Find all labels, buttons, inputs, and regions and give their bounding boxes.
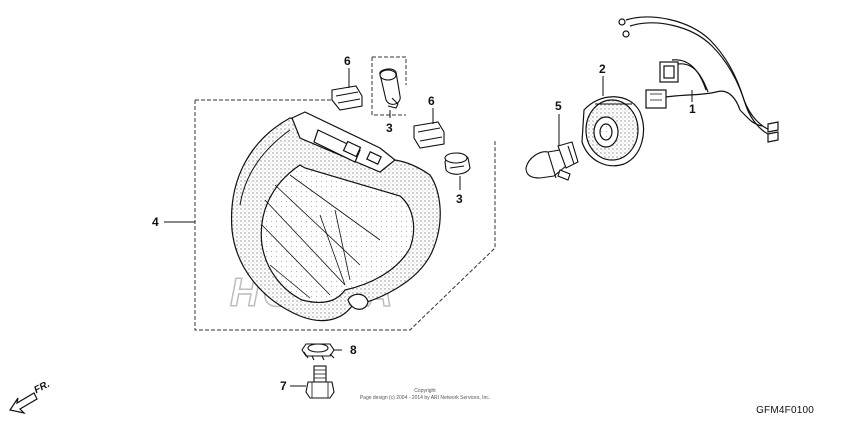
assembly-outline (194, 56, 496, 331)
copyright-notice: Copyright Page design (c) 2004 - 2014 by… (330, 388, 520, 402)
bulb-socket-cover[interactable] (581, 96, 645, 167)
position-bulb[interactable] (444, 152, 471, 175)
copyright-line-2: Page design (c) 2004 - 2014 by ARI Netwo… (359, 395, 491, 401)
wire-harness[interactable] (618, 16, 779, 143)
diagram-code: GFM4F0100 (756, 405, 814, 416)
bolt[interactable] (305, 365, 335, 399)
leader-lines (164, 68, 693, 387)
copyright-line-1: Copyright (414, 388, 436, 394)
headlight-unit[interactable] (230, 111, 441, 322)
headlight-bulb[interactable] (525, 141, 579, 181)
callout-3-upper: 3 (386, 121, 393, 135)
callout-1: 1 (689, 102, 696, 116)
callout-7: 7 (280, 379, 287, 393)
callout-4: 4 (152, 215, 159, 229)
callout-8: 8 (350, 343, 357, 357)
rubber-cap-right[interactable] (413, 121, 445, 149)
callout-3-lower: 3 (456, 192, 463, 206)
rubber-cap-left[interactable] (331, 85, 363, 111)
position-bulb-socket[interactable] (379, 68, 401, 109)
front-direction-arrow-icon (9, 392, 38, 415)
callout-6-right: 6 (428, 94, 435, 108)
callout-5: 5 (555, 99, 562, 113)
callout-2: 2 (599, 62, 606, 76)
callout-6-left: 6 (344, 54, 351, 68)
nut[interactable] (301, 343, 335, 361)
